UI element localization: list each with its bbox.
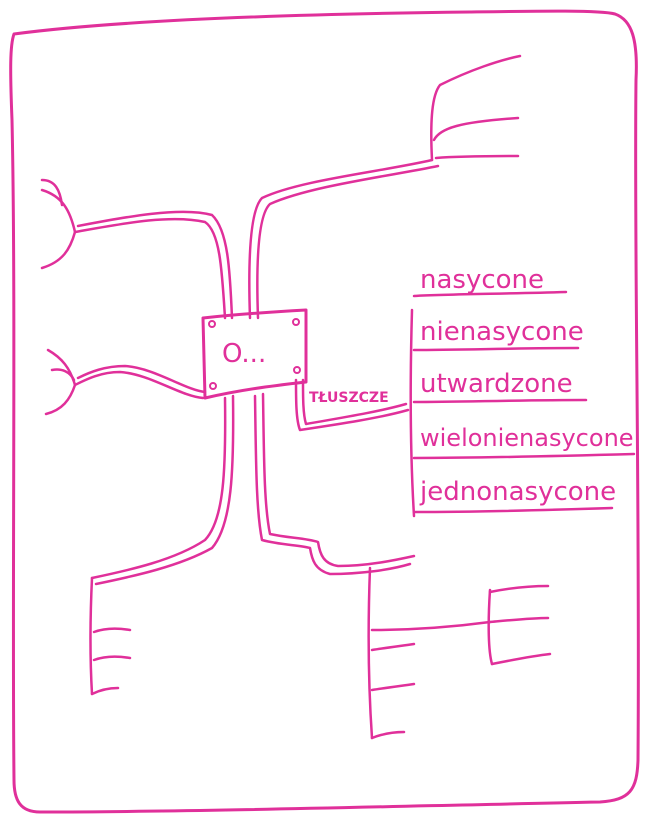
branch-top-right xyxy=(248,54,522,320)
subtopic-underline xyxy=(412,290,568,298)
subtopic-underline xyxy=(412,452,636,460)
branch-bottom-left xyxy=(89,394,235,696)
central-node-dot xyxy=(208,320,216,328)
central-node-dot xyxy=(292,318,300,326)
branch-fats xyxy=(294,378,410,432)
central-node-dot xyxy=(209,382,217,390)
branch-middle-left xyxy=(44,348,207,416)
subtopic-label: utwardzone xyxy=(420,369,573,399)
subtopic-list: nasycone nienasycone utwardzone wielonie… xyxy=(412,265,636,514)
subtopic-label: wielonienasycone xyxy=(420,424,634,452)
central-node-dot xyxy=(293,366,301,374)
subtopic-underline xyxy=(412,346,580,352)
subtopic-label: nasycone xyxy=(420,265,544,295)
subtopic-label: jednonasycone xyxy=(419,477,616,507)
subtopic-underline xyxy=(412,398,588,404)
central-node-box xyxy=(201,308,308,400)
page-frame xyxy=(9,9,640,814)
branch-bottom-middle xyxy=(253,392,552,740)
branch-top-left xyxy=(40,178,234,320)
subtopic-label: nienasycone xyxy=(420,317,584,347)
central-node-label: O... xyxy=(222,339,266,369)
subtopic-underline xyxy=(412,506,614,514)
fats-label: TŁUSZCZE xyxy=(309,390,389,406)
subtopic-bracket xyxy=(409,308,416,518)
